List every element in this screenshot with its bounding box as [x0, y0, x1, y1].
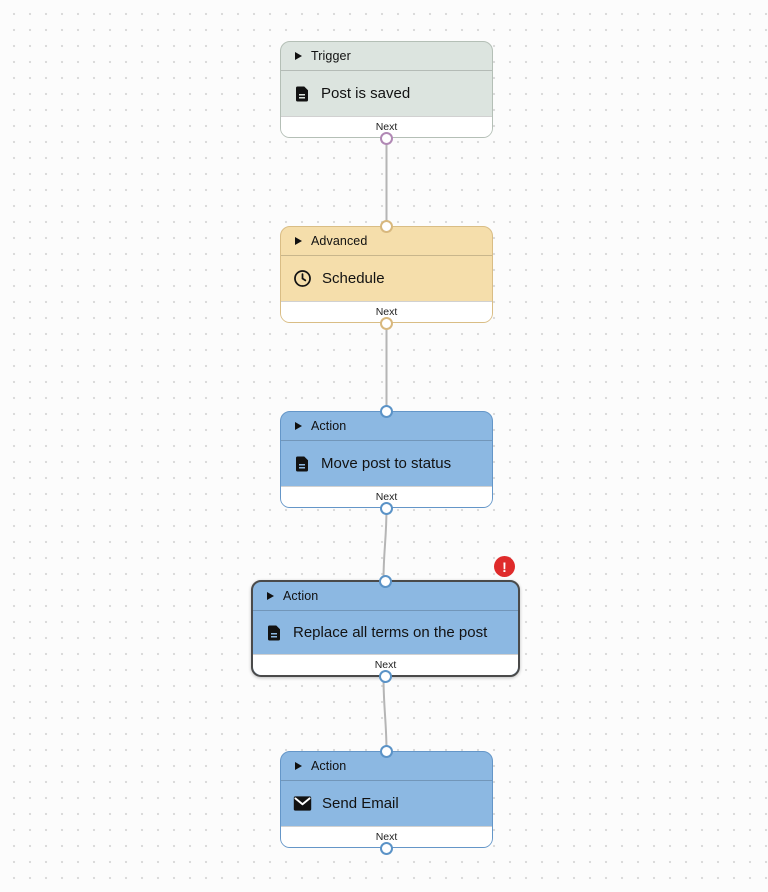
connector-line [382, 507, 388, 581]
node-category-label: Advanced [311, 234, 368, 248]
connector-line [382, 676, 388, 752]
next-label: Next [375, 831, 398, 843]
port-next[interactable] [380, 316, 393, 330]
node-title: Schedule [322, 270, 385, 287]
port-in[interactable] [380, 219, 393, 233]
node-footer: Next [281, 486, 492, 507]
node-body: Move post to status [281, 441, 492, 486]
node-action-move-post-to-status[interactable]: Action Move post to status Next [280, 404, 493, 515]
clock-icon [293, 269, 312, 288]
node-footer: Next [281, 826, 492, 847]
next-label: Next [375, 306, 398, 318]
error-badge-glyph: ! [502, 558, 507, 575]
next-label: Next [375, 121, 398, 133]
port-next[interactable] [380, 131, 393, 145]
port-in[interactable] [380, 744, 393, 758]
node-header[interactable]: Advanced [281, 227, 492, 256]
node-category-label: Action [283, 589, 319, 603]
document-icon [265, 624, 283, 642]
node-action-send-email[interactable]: Action Send Email Next [280, 744, 493, 855]
node-title: Move post to status [321, 455, 452, 472]
node-advanced-schedule[interactable]: Advanced Schedule Next [280, 219, 493, 330]
collapse-triangle-icon[interactable] [295, 422, 302, 430]
node-header[interactable]: Trigger [281, 42, 492, 71]
node-category-label: Action [311, 419, 347, 433]
document-icon [293, 85, 311, 103]
node-title: Send Email [322, 795, 399, 812]
document-icon [293, 455, 311, 473]
node-body: Replace all terms on the post [253, 611, 518, 654]
collapse-triangle-icon[interactable] [295, 52, 302, 60]
port-next[interactable] [380, 841, 393, 855]
port-next[interactable] [380, 501, 393, 515]
node-footer: Next [253, 654, 518, 675]
node-footer: Next [281, 301, 492, 322]
error-badge[interactable]: ! [494, 556, 515, 577]
node-body: Post is saved [281, 71, 492, 116]
node-category-label: Trigger [311, 49, 351, 63]
node-footer: Next [281, 116, 492, 137]
node-body: Send Email [281, 781, 492, 826]
node-title: Post is saved [321, 85, 411, 102]
node-action-replace-all-terms[interactable]: ! Action Replace all terms on the post N… [251, 556, 520, 683]
port-next[interactable] [379, 669, 392, 683]
collapse-triangle-icon[interactable] [267, 592, 274, 600]
collapse-triangle-icon[interactable] [295, 762, 302, 770]
node-title: Replace all terms on the post [293, 624, 488, 641]
node-body: Schedule [281, 256, 492, 301]
port-in[interactable] [380, 404, 393, 418]
node-header[interactable]: Action [281, 752, 492, 781]
next-label: Next [375, 491, 398, 503]
port-in[interactable] [379, 574, 392, 588]
node-trigger-post-is-saved[interactable]: Trigger Post is saved Next [280, 41, 493, 145]
node-header[interactable]: Action [253, 582, 518, 611]
node-header[interactable]: Action [281, 412, 492, 441]
envelope-icon [293, 795, 312, 812]
collapse-triangle-icon[interactable] [295, 237, 302, 245]
node-category-label: Action [311, 759, 347, 773]
next-label: Next [374, 659, 397, 671]
